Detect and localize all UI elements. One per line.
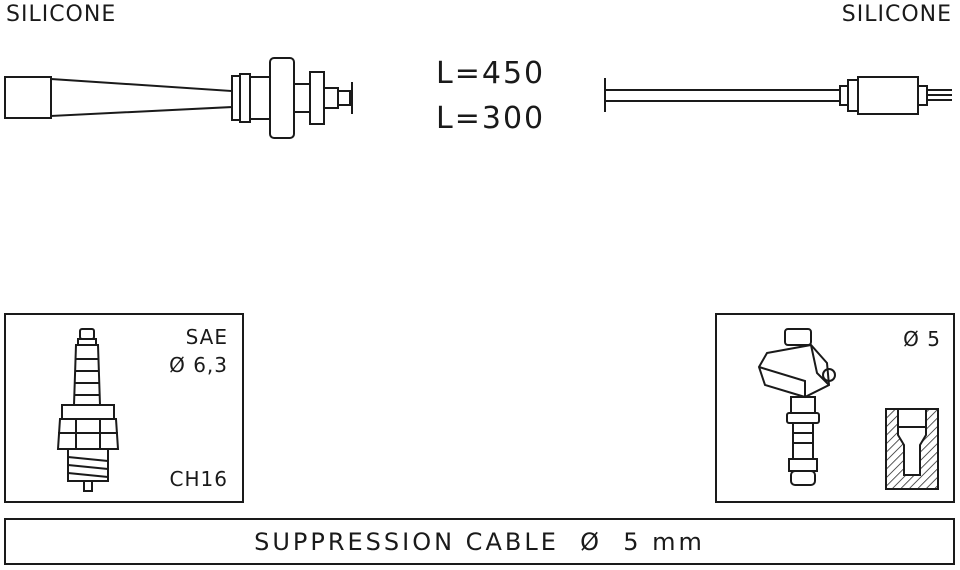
left-boot-drawing	[4, 57, 353, 139]
spark-plug-illustration	[56, 328, 120, 492]
ignition-coil-illustration	[757, 328, 836, 486]
spark-plug-standard: SAE	[185, 325, 228, 349]
right-end-material-label: SILICONE	[841, 2, 952, 27]
spark-plug-hex-size: CH16	[169, 467, 228, 491]
cable-caption-box: SUPPRESSION CABLE Ø 5 mm	[4, 518, 955, 565]
coil-diameter: Ø 5	[903, 327, 941, 351]
coil-panel: Ø 5	[715, 313, 955, 503]
cable-caption: SUPPRESSION CABLE Ø 5 mm	[254, 527, 705, 556]
left-end-material-label: SILICONE	[6, 2, 117, 27]
spark-plug-panel: SAE Ø 6,3 CH16	[4, 313, 244, 503]
spark-plug-diameter: Ø 6,3	[169, 353, 228, 377]
length-label-1: L=450	[436, 56, 546, 91]
right-boot-drawing	[604, 76, 952, 115]
length-label-2: L=300	[436, 101, 546, 136]
coil-boot-section-icon	[885, 408, 939, 490]
